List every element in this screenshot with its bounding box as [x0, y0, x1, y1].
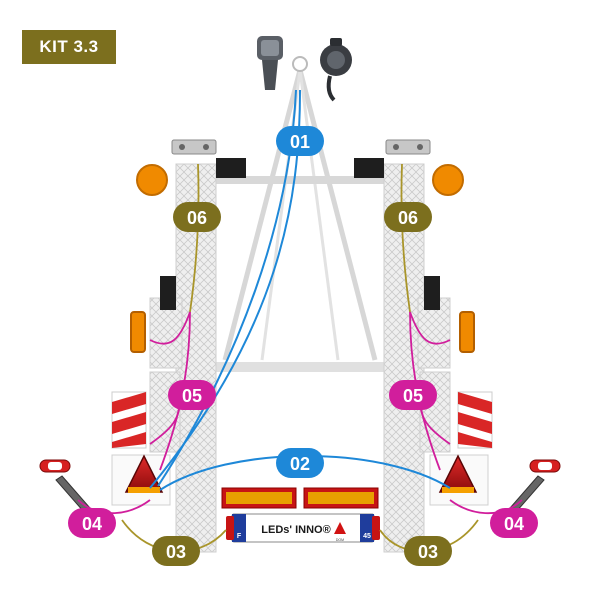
cable-06 — [189, 163, 411, 313]
callout-05-right-label: 05 — [403, 386, 423, 406]
brackets — [160, 158, 440, 310]
cross-members — [208, 176, 392, 372]
callout-02-label: 02 — [290, 454, 310, 474]
callout-01-label: 01 — [290, 132, 310, 152]
callout-05-right: 05 — [389, 380, 437, 410]
callout-04-right-label: 04 — [504, 514, 524, 534]
rear-reflector-bars — [221, 487, 379, 509]
callout-04-left-label: 04 — [82, 514, 102, 534]
plate-bottom-tag: DOM — [336, 538, 344, 542]
plate-brand-text: LEDs' INNO® — [261, 524, 330, 536]
amber-reflectors — [130, 164, 475, 353]
right-rear-lamp — [438, 454, 478, 493]
socket-13-pin-icon — [320, 38, 352, 102]
callout-06-right-label: 06 — [398, 208, 418, 228]
right-top-marker-lamp — [385, 139, 431, 155]
callout-06-right: 06 — [384, 202, 432, 232]
plate-left-tag: F — [237, 533, 242, 540]
callout-05-left-label: 05 — [182, 386, 202, 406]
kit-label: KIT 3.3 — [22, 30, 116, 64]
callout-03-right: 03 — [404, 536, 452, 566]
callout-04-left: 04 — [68, 508, 116, 538]
callout-03-left: 03 — [152, 536, 200, 566]
callout-05-left: 05 — [168, 380, 216, 410]
callout-06-left: 06 — [173, 202, 221, 232]
cable-04 — [77, 499, 523, 515]
plug-7-pin-icon — [257, 36, 283, 90]
callout-01: 01 — [276, 126, 324, 156]
plate-right-tag: 45 — [363, 533, 371, 540]
callout-02: 02 — [276, 448, 324, 478]
callout-03-left-label: 03 — [166, 542, 186, 562]
warning-boards — [111, 391, 493, 449]
left-top-marker-lamp — [171, 139, 217, 155]
callout-06-left-label: 06 — [187, 208, 207, 228]
callout-03-right-label: 03 — [418, 542, 438, 562]
licence-plate — [226, 513, 380, 543]
callout-04-right: 04 — [490, 508, 538, 538]
